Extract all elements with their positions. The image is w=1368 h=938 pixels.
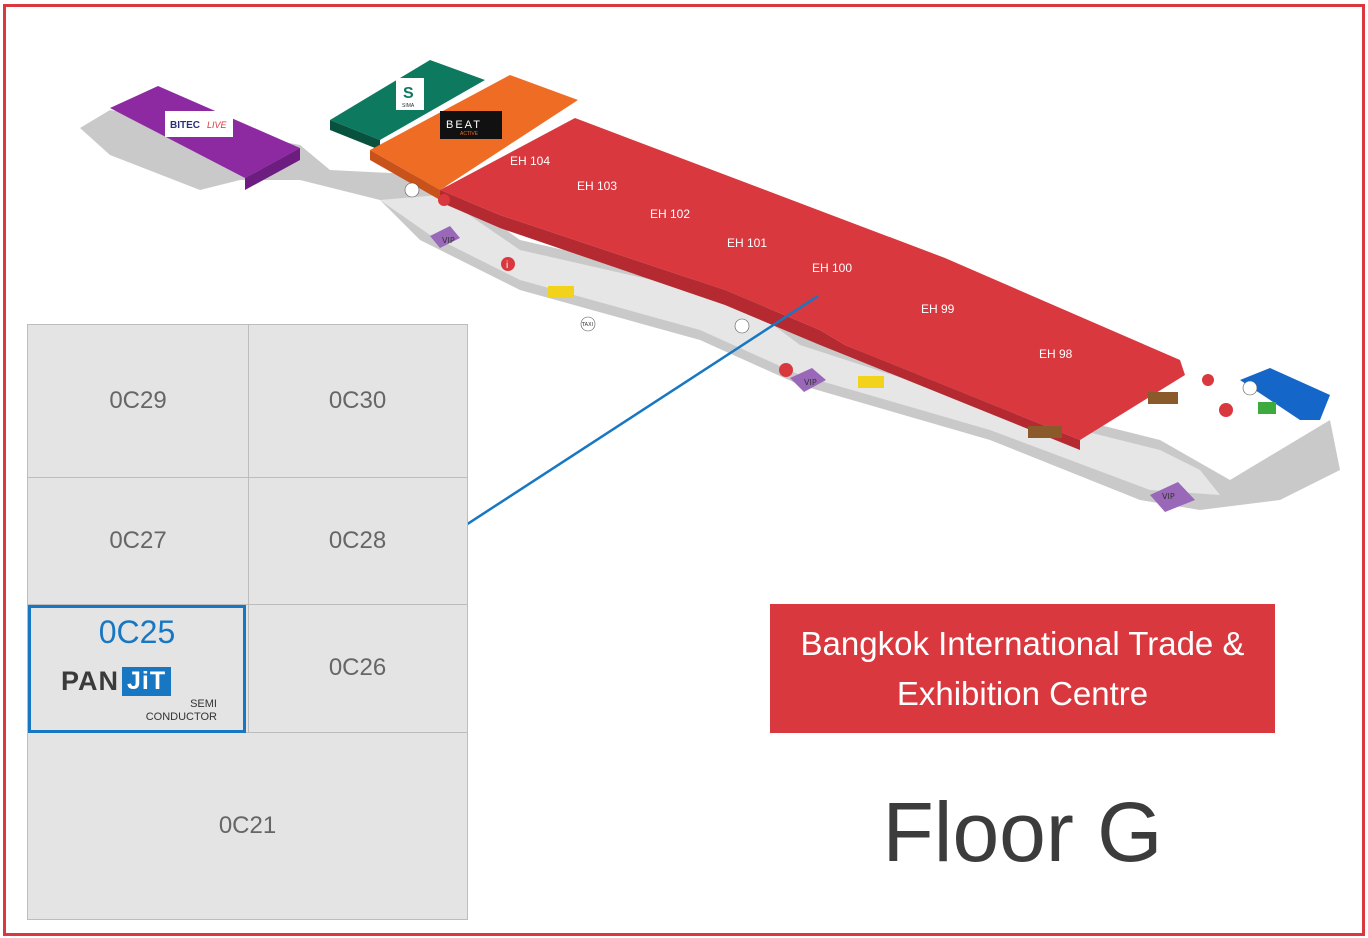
beat-logo-text: BEAT — [446, 119, 482, 131]
hall-label-eh104: EH 104 — [510, 154, 550, 168]
hall-label-eh98: EH 98 — [1039, 347, 1073, 361]
green-room-icon — [1258, 402, 1276, 414]
vip-lounge-2 — [790, 368, 826, 392]
highlighted-booth-id: 0C25 — [98, 614, 176, 650]
vip-label: VIP — [442, 236, 455, 245]
sima-logo-letter: S — [403, 85, 414, 102]
taxi-label: TAXI — [581, 322, 593, 328]
vip-lounge-3 — [1150, 482, 1195, 512]
info-icon-3 — [1219, 403, 1233, 417]
restroom-icon — [734, 318, 750, 334]
floor-title: Floor G — [882, 785, 1163, 879]
booth-0c26[interactable]: 0C26 — [328, 654, 387, 681]
sima-hall-side — [330, 120, 380, 150]
cafe-icon-2 — [858, 376, 884, 388]
info-icon-2 — [779, 363, 793, 377]
hall-label-eh99: EH 99 — [921, 302, 955, 316]
panjit-logo-sub-line2: CONDUCTOR — [145, 711, 217, 723]
vip-label-3: VIP — [1162, 492, 1175, 501]
bitec-live-hall-side — [245, 148, 300, 190]
info-icon — [501, 257, 515, 271]
bitec-logo — [165, 111, 233, 137]
booth-0c30[interactable]: 0C30 — [328, 387, 387, 414]
shop-icon — [1028, 426, 1062, 438]
venue-name-line2: Exhibition Centre — [896, 674, 1149, 712]
first-aid-icon — [438, 194, 450, 206]
service-area — [1240, 368, 1330, 420]
info-icon-label: i — [506, 260, 508, 271]
sima-logo-sub: SIMA — [402, 103, 415, 109]
booth-0c29[interactable]: 0C29 — [109, 387, 167, 414]
panjit-logo-jit: JiT — [122, 667, 172, 696]
sima-logo — [396, 78, 424, 110]
taxi-icon — [580, 316, 596, 332]
restroom-icon-2 — [404, 182, 420, 198]
bitec-logo-text: BITEC — [170, 120, 200, 131]
vip-lounge — [430, 226, 460, 248]
panjit-logo-pan: PAN — [61, 666, 120, 696]
bitec-live-text: LIVE — [207, 120, 228, 130]
beat-active-hall-side — [370, 150, 440, 200]
highlighted-booth-0c25[interactable]: 0C25 PAN JiT SEMI CONDUCTOR — [28, 605, 246, 733]
beat-logo-sub: ACTIVE — [460, 131, 479, 137]
exhibition-halls-top — [440, 118, 1185, 440]
booth-0c27[interactable]: 0C27 — [109, 526, 167, 554]
cafe-icon — [548, 286, 574, 298]
panjit-logo-sub-line1: SEMI — [190, 698, 217, 710]
first-aid-icon-2 — [1202, 374, 1214, 386]
booth-0c28[interactable]: 0C28 — [328, 526, 387, 554]
restroom-icon-3 — [1242, 380, 1258, 396]
panjit-logo: PAN JiT — [61, 666, 172, 697]
map-frame — [3, 4, 1365, 936]
exhibition-halls-side — [440, 190, 1080, 450]
beat-logo — [440, 111, 502, 139]
hall-label-eh102: EH 102 — [650, 207, 690, 221]
hall-label-eh100: EH 100 — [812, 261, 852, 275]
booth-grid-divider — [28, 604, 467, 605]
shop-icon-2 — [1148, 392, 1178, 404]
venue-name-line1: Bangkok International Trade & — [800, 624, 1245, 662]
hall-label-eh103: EH 103 — [577, 179, 617, 193]
panjit-logo-subtitle: SEMI CONDUCTOR — [146, 698, 217, 724]
booth-grid-divider — [28, 732, 467, 733]
hall-label-eh101: EH 101 — [727, 236, 767, 250]
booth-0c21[interactable]: 0C21 — [218, 811, 277, 839]
venue-name-banner: Bangkok International Trade & Exhibition… — [770, 604, 1275, 733]
booth-grid-divider — [248, 325, 249, 733]
booth-grid-divider — [28, 477, 467, 478]
vip-label-2: VIP — [804, 378, 817, 387]
